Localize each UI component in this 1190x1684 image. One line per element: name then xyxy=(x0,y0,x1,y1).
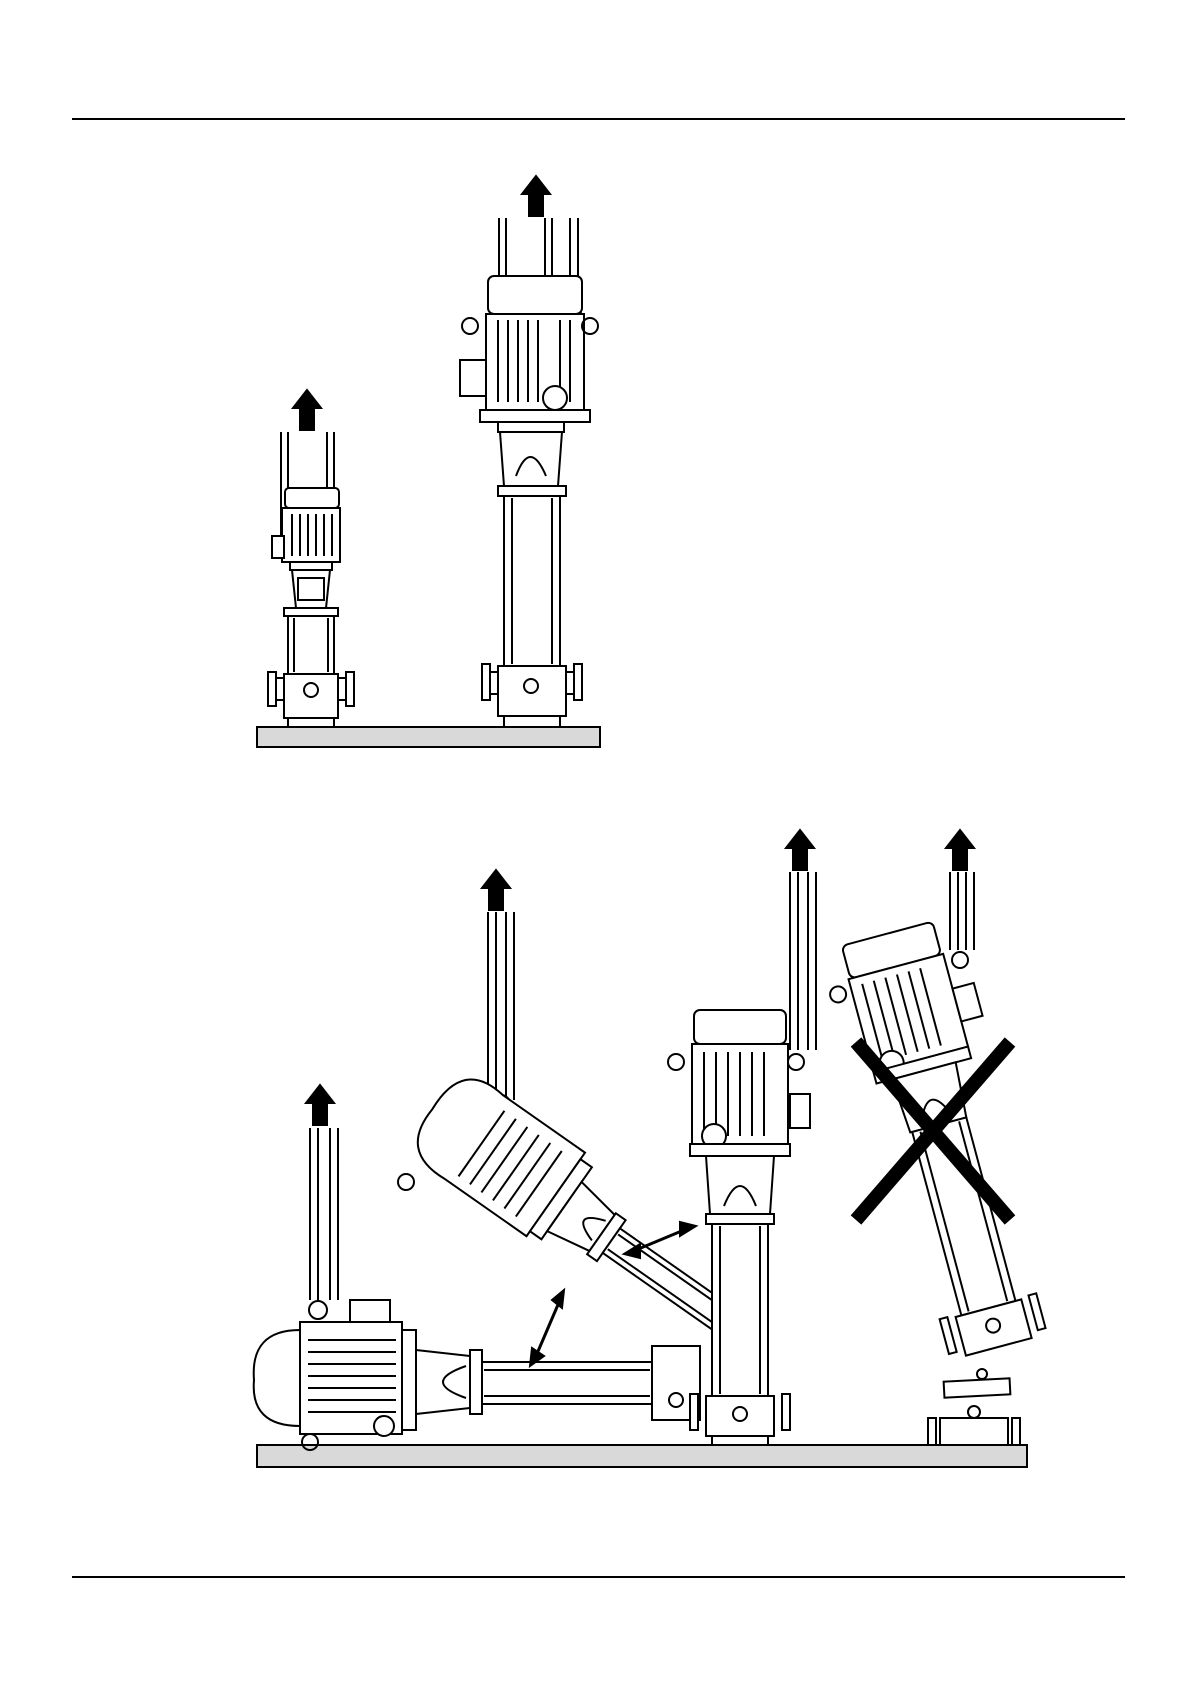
lift-arrow-icon xyxy=(786,830,814,870)
large-vertical-pump xyxy=(460,176,598,727)
small-vertical-pump xyxy=(268,390,354,727)
lift-arrow-icon xyxy=(946,830,974,870)
bottom-figure xyxy=(254,830,1067,1467)
ground-slab xyxy=(257,727,600,747)
double-arrow-icon xyxy=(530,1290,564,1366)
incorrect-pump xyxy=(818,830,1066,1445)
top-figure xyxy=(257,176,600,747)
lift-arrow-icon xyxy=(482,870,510,910)
ground-slab xyxy=(257,1445,1027,1467)
lift-arrow-icon xyxy=(306,1085,334,1125)
lift-arrow-icon xyxy=(293,390,321,430)
lift-arrow-icon xyxy=(522,176,550,216)
